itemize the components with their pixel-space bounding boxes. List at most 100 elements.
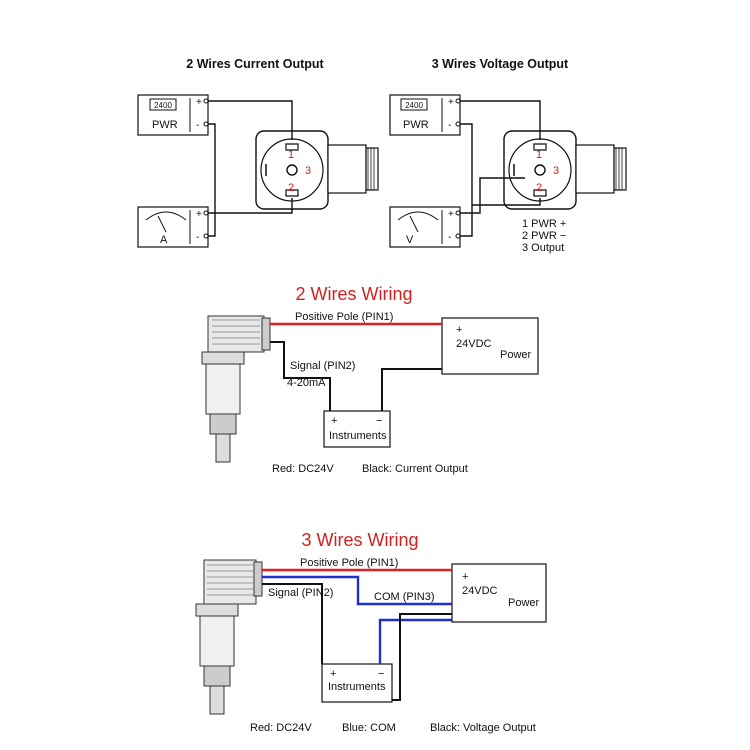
wire-pin2-to-negative [472, 198, 541, 206]
instruments-label: Instruments [328, 681, 386, 693]
voltmeter-box [389, 206, 461, 248]
connector-knob [365, 147, 379, 191]
note-red: Red: DC24V [272, 463, 334, 475]
wire-meter-minus [208, 213, 216, 237]
instruments-minus-label: − [376, 415, 382, 427]
power-plus-label: + [462, 571, 468, 583]
wire-pin2-to-meter [215, 198, 293, 214]
connector-center-pin [286, 164, 298, 176]
pressure-transmitter [201, 315, 271, 463]
pin-3-label: 3 [553, 165, 559, 177]
meter-scale [145, 211, 187, 221]
note-blue: Blue: COM [342, 722, 396, 734]
plus-terminal-label: + [196, 209, 202, 220]
connector-grip-lines [212, 319, 260, 345]
cable-gland [253, 561, 263, 597]
power-label: Power [508, 597, 540, 609]
transmitter-body [199, 615, 235, 667]
pin-slots [533, 143, 547, 197]
transmitter-collar [201, 351, 245, 365]
minus-terminal-label: - [196, 232, 199, 243]
connector-knob [613, 147, 627, 191]
transmitter-connector-head [207, 315, 265, 353]
transmitter-body [205, 363, 241, 415]
wire-pin1-to-pwr-plus [460, 100, 541, 140]
terminal-dot [203, 210, 209, 216]
wire-black-signal [262, 583, 323, 664]
minus-terminal-label: - [448, 120, 451, 131]
lcd-display-value: 2400 [154, 101, 172, 110]
signal-label: Signal (PIN2) [290, 360, 355, 372]
terminal-dot [203, 98, 209, 104]
title-2-wires-wiring: 2 Wires Wiring [295, 284, 412, 304]
com-label: COM (PIN3) [374, 591, 435, 603]
title-2-wires-current-output: 2 Wires Current Output [186, 57, 324, 71]
transmitter-thread [215, 433, 231, 463]
instruments-label: Instruments [329, 430, 387, 442]
title-3-wires-wiring: 3 Wires Wiring [301, 530, 418, 550]
pin-2-label: 2 [536, 182, 542, 194]
meter-scale [397, 211, 439, 221]
wire-pin1-to-pwr-plus [208, 100, 293, 140]
transmitter-thread [209, 685, 225, 715]
wire-black-return [381, 368, 442, 411]
terminal-dot [455, 233, 461, 239]
meter-label-v: V [406, 234, 414, 246]
instruments-minus-label: − [378, 668, 384, 680]
power-box [441, 317, 539, 375]
panel-2-wires-current-output: 2 Wires Current Output 2400 PWR + - A + … [137, 57, 379, 248]
signal-label: Signal (PIN2) [268, 587, 333, 599]
ammeter-box [137, 206, 209, 248]
power-voltage-label: 24VDC [456, 338, 492, 350]
legend-pin-2: 2 PWR − [522, 230, 566, 242]
pin-2-label: 2 [288, 182, 294, 194]
pin-1-label: 1 [536, 149, 542, 161]
plus-terminal-label: + [196, 97, 202, 108]
transmitter-hex [209, 413, 237, 435]
wire-blue-com [262, 575, 452, 606]
pin-1-label: 1 [288, 149, 294, 161]
wire-common-negative [460, 123, 473, 237]
connector-center-pin [534, 164, 546, 176]
instruments-box [321, 663, 393, 703]
wire-black-instrument-return [392, 613, 452, 701]
section-3-wires-wiring: 3 Wires Wiring + 24VDC Power + − Instrum… [195, 530, 547, 734]
knob-ridges [615, 148, 623, 190]
pwr-label: PWR [152, 119, 178, 131]
power-label: Power [500, 349, 532, 361]
section-2-wires-wiring: 2 Wires Wiring + 24VDC Power + − Instrum… [201, 284, 539, 475]
note-red: Red: DC24V [250, 722, 312, 734]
positive-pole-label: Positive Pole (PIN1) [300, 557, 398, 569]
note-black: Black: Current Output [362, 463, 468, 475]
plus-terminal-label: + [448, 209, 454, 220]
cable-gland [261, 317, 271, 351]
instruments-plus-label: + [330, 668, 336, 680]
terminal-dot [455, 121, 461, 127]
lcd-display [400, 98, 428, 111]
legend-pin-3: 3 Output [522, 242, 564, 254]
power-box [451, 563, 547, 623]
connector-body [575, 144, 615, 194]
wire-black-signal [270, 341, 331, 411]
meter-needle [157, 215, 167, 233]
power-plus-label: + [456, 324, 462, 336]
meter-needle [409, 215, 419, 233]
wire-output-to-pin3 [460, 177, 525, 214]
connector-body [327, 144, 367, 194]
terminal-dot [203, 121, 209, 127]
pin-slots [285, 143, 299, 197]
transmitter-collar [195, 603, 239, 617]
power-voltage-label: 24VDC [462, 585, 498, 597]
connector-grip-lines [207, 564, 253, 596]
current-range-label: 4-20mA [287, 377, 326, 389]
pwr-label: PWR [403, 119, 429, 131]
plus-terminal-label: + [448, 97, 454, 108]
instruments-box [323, 410, 391, 448]
wire-blue-com-return [378, 618, 452, 664]
pin-3-label: 3 [305, 165, 311, 177]
lcd-display-value: 2400 [405, 101, 423, 110]
title-3-wires-voltage-output: 3 Wires Voltage Output [432, 57, 569, 71]
note-black: Black: Voltage Output [430, 722, 536, 734]
wire-pwr-minus-to-meter-plus [208, 123, 216, 214]
